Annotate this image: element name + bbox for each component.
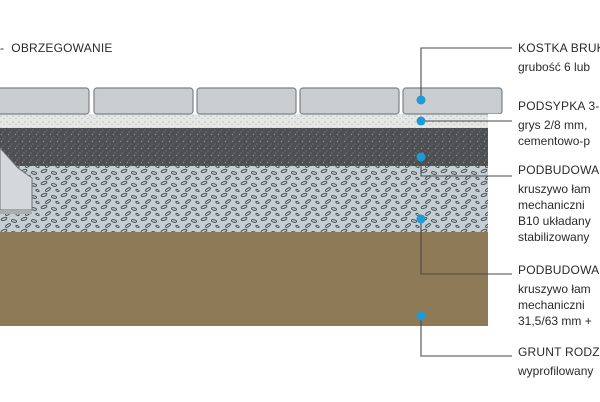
curb	[0, 147, 33, 211]
layer-desc-stabilized-3: B10 układany	[518, 214, 591, 228]
curb-label-text: OBRZEGOWANIE	[11, 41, 113, 55]
layer-desc-stabilized-2: mechaniczni	[518, 198, 585, 212]
layer-desc-bedding-2: cementowo-p	[518, 134, 591, 148]
paver	[0, 87, 90, 115]
paver	[402, 87, 503, 115]
marker-base	[416, 214, 426, 224]
layer-title-soil: GRUNT RODZI	[518, 345, 600, 359]
marker-paver	[416, 95, 426, 105]
soil-layer	[0, 232, 488, 326]
leader-paver	[420, 47, 512, 100]
layer-desc-base-1: kruszywo łam	[518, 282, 591, 296]
curb-label: - OBRZEGOWANIE	[0, 41, 113, 55]
leader-soil	[420, 316, 512, 357]
paver	[196, 87, 297, 115]
layer-desc-base-2: mechaniczni	[518, 298, 585, 312]
layer-title-stabilized: PODBUDOWA	[518, 163, 600, 177]
paver-row	[0, 87, 503, 115]
curb-foot	[0, 210, 32, 214]
bedding-layer	[0, 114, 488, 128]
marker-bedding	[416, 116, 426, 126]
markers	[416, 95, 426, 321]
paver	[93, 87, 194, 115]
leader-stabilized	[420, 157, 512, 177]
layer-title-paver: KOSTKA BRUK	[518, 41, 600, 55]
paver	[299, 87, 400, 115]
layer-desc-stabilized-1: kruszywo łam	[518, 182, 591, 196]
marker-soil	[416, 311, 426, 321]
layer-desc-paver: grubość 6 lub	[518, 60, 591, 74]
layer-desc-soil: wyprofilowany	[518, 364, 594, 378]
marker-stabilized	[416, 152, 426, 162]
stabilized-base-layer	[0, 128, 488, 166]
layer-desc-stabilized-4: stabilizowany	[518, 230, 590, 244]
layer-title-bedding: PODSYPKA 3-	[518, 99, 600, 113]
layer-title-base: PODBUDOWA	[518, 263, 600, 277]
layer-desc-base-3: 31,5/63 mm +	[518, 314, 592, 328]
base-gravel-layer	[0, 166, 488, 232]
leader-lines	[420, 47, 512, 357]
layer-desc-bedding-1: grys 2/8 mm,	[518, 118, 588, 132]
leader-base	[420, 219, 512, 275]
curb-label-dash: -	[0, 41, 5, 55]
